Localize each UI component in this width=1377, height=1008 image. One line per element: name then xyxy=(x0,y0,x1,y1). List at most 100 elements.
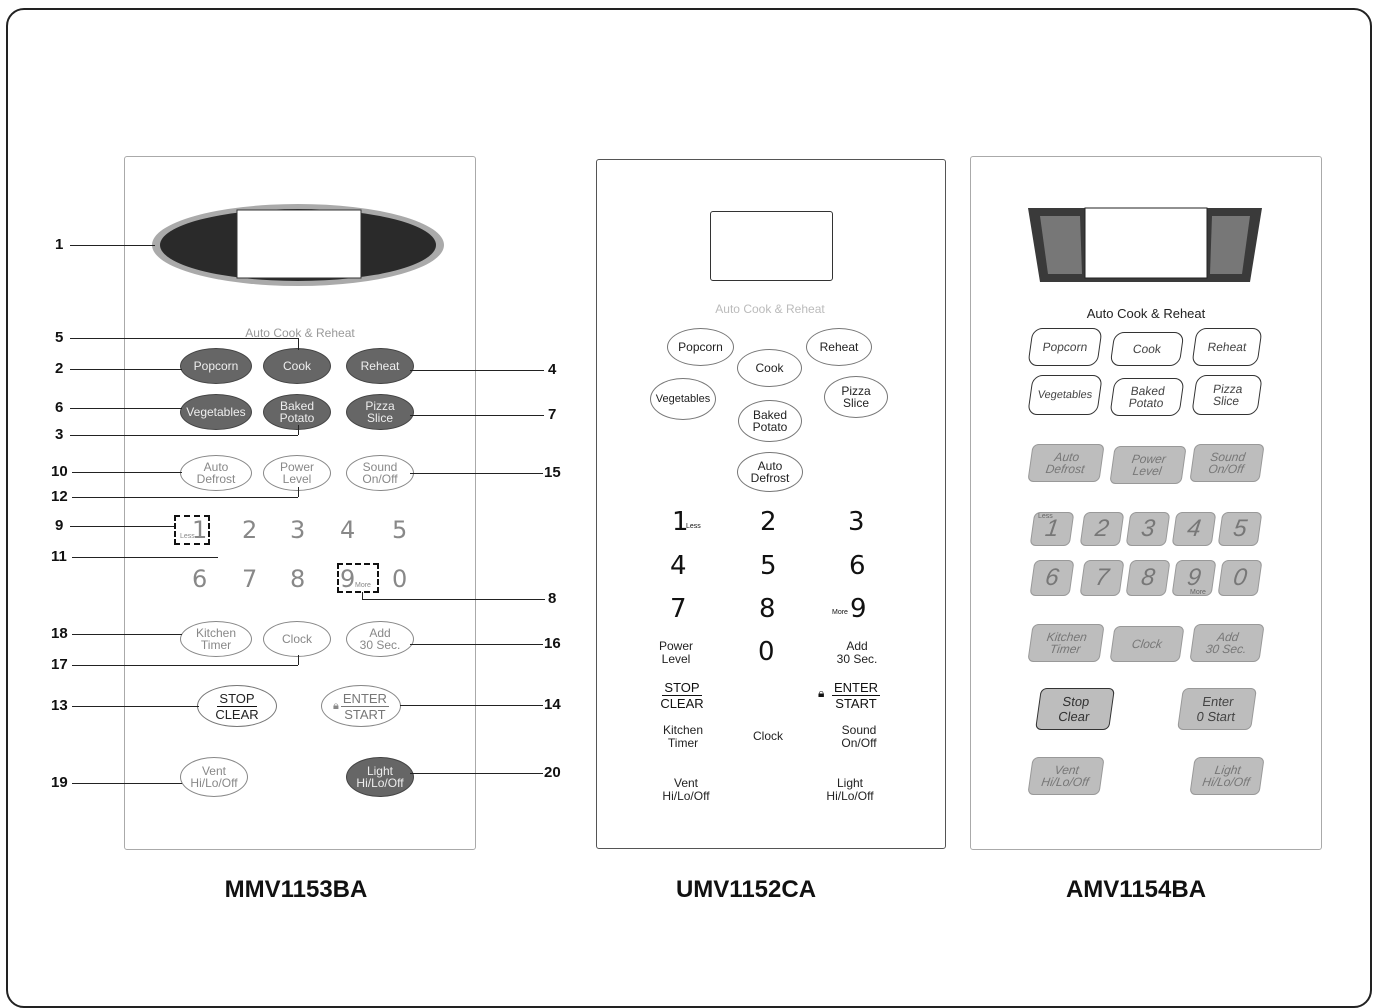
left-pizza-slice-button[interactable]: Pizza Slice xyxy=(346,394,414,430)
middle-reheat-button[interactable]: Reheat xyxy=(806,328,872,366)
left-baked-potato-button[interactable]: Baked Potato xyxy=(263,394,331,430)
middle-cook-button[interactable]: Cook xyxy=(737,349,802,387)
left-vent-button[interactable]: Vent Hi/Lo/Off xyxy=(180,757,248,797)
callout-13: 13 xyxy=(51,697,68,714)
right-digit-2[interactable]: 2 xyxy=(1079,512,1125,546)
right-digit-3[interactable]: 3 xyxy=(1125,512,1171,546)
right-auto-defrost-button[interactable]: Auto Defrost xyxy=(1027,444,1105,482)
left-light-button[interactable]: Light Hi/Lo/Off xyxy=(346,757,414,797)
middle-digit-2[interactable]: 2 xyxy=(760,507,777,537)
leader-16 xyxy=(410,644,543,645)
right-sound-button[interactable]: Sound On/Off xyxy=(1189,444,1265,482)
leader-9 xyxy=(70,526,174,527)
left-digit-5[interactable]: 5 xyxy=(392,516,408,544)
leader-1 xyxy=(70,245,155,246)
middle-digit-3[interactable]: 3 xyxy=(848,507,865,537)
right-clock-button[interactable]: Clock xyxy=(1109,626,1185,662)
callout-7: 7 xyxy=(548,406,557,423)
leader-11 xyxy=(72,557,218,558)
middle-digit-9[interactable]: 9 xyxy=(850,594,867,624)
left-vegetables-button[interactable]: Vegetables xyxy=(180,394,252,430)
middle-enter-start-button[interactable]: ENTER START xyxy=(830,680,882,711)
leader-3-v xyxy=(298,425,299,435)
right-enter-start-button[interactable]: Enter 0 Start xyxy=(1177,688,1257,730)
middle-digit-1[interactable]: 1 xyxy=(672,507,689,537)
left-digit-1[interactable]: 1 xyxy=(192,516,208,544)
middle-power-level[interactable]: Power Level xyxy=(658,639,693,666)
right-pizza-slice-button[interactable]: Pizza Slice xyxy=(1191,375,1263,415)
middle-digit-8[interactable]: 8 xyxy=(759,594,776,624)
left-enter-start-button[interactable]: 🔒︎ ENTER START xyxy=(321,685,401,727)
callout-6: 6 xyxy=(55,399,64,416)
middle-digit-6[interactable]: 6 xyxy=(849,551,866,581)
left-header: Auto Cook & Reheat xyxy=(245,326,355,340)
middle-digit-5[interactable]: 5 xyxy=(760,551,777,581)
callout-2: 2 xyxy=(55,360,64,377)
left-digit-0[interactable]: 0 xyxy=(392,565,408,593)
left-digit-9[interactable]: 9 xyxy=(340,565,356,593)
left-reheat-button[interactable]: Reheat xyxy=(346,348,414,384)
right-vent-button[interactable]: Vent Hi/Lo/Off xyxy=(1027,757,1105,795)
leader-8 xyxy=(362,599,545,600)
callout-16: 16 xyxy=(544,635,561,652)
right-popcorn-button[interactable]: Popcorn xyxy=(1027,328,1103,366)
middle-baked-potato-button[interactable]: Baked Potato xyxy=(738,400,802,442)
left-digit-2[interactable]: 2 xyxy=(242,516,258,544)
middle-add30[interactable]: Add 30 Sec. xyxy=(836,639,878,666)
right-digit-7[interactable]: 7 xyxy=(1079,560,1125,596)
left-clear-label: CLEAR xyxy=(215,706,259,722)
leader-3 xyxy=(70,435,298,436)
right-digit-8[interactable]: 8 xyxy=(1125,560,1171,596)
right-kitchen-timer-button[interactable]: Kitchen Timer xyxy=(1027,624,1105,662)
middle-vent[interactable]: Vent Hi/Lo/Off xyxy=(662,776,710,803)
middle-popcorn-button[interactable]: Popcorn xyxy=(667,328,734,366)
left-sound-button[interactable]: Sound On/Off xyxy=(346,455,414,491)
leader-17 xyxy=(72,665,298,666)
left-digit-7[interactable]: 7 xyxy=(242,565,258,593)
right-baked-potato-button[interactable]: Baked Potato xyxy=(1109,378,1185,416)
right-digit-0[interactable]: 0 xyxy=(1217,560,1263,596)
middle-vegetables-button[interactable]: Vegetables xyxy=(650,378,716,420)
left-stop-clear-button[interactable]: STOP CLEAR xyxy=(197,685,277,727)
callout-5: 5 xyxy=(55,329,64,346)
middle-clock[interactable]: Clock xyxy=(752,729,783,743)
middle-digit-0[interactable]: 0 xyxy=(758,637,775,667)
callout-17: 17 xyxy=(51,656,68,673)
leader-12-v xyxy=(298,487,299,497)
middle-digit-7[interactable]: 7 xyxy=(670,594,687,624)
right-digit-6[interactable]: 6 xyxy=(1029,560,1075,596)
left-add30-button[interactable]: Add 30 Sec. xyxy=(346,621,414,657)
leader-12 xyxy=(72,497,298,498)
left-power-level-button[interactable]: Power Level xyxy=(263,455,331,491)
left-digit-8[interactable]: 8 xyxy=(290,565,306,593)
right-digit-5[interactable]: 5 xyxy=(1217,512,1263,546)
left-digit-3[interactable]: 3 xyxy=(290,516,306,544)
middle-more-label: More xyxy=(832,609,848,616)
right-less-label: Less xyxy=(1038,513,1053,520)
left-auto-defrost-button[interactable]: Auto Defrost xyxy=(180,455,252,491)
right-reheat-button[interactable]: Reheat xyxy=(1191,328,1263,366)
callout-9: 9 xyxy=(55,517,64,534)
left-cook-button[interactable]: Cook xyxy=(263,348,331,384)
middle-pizza-slice-button[interactable]: Pizza Slice xyxy=(824,376,888,418)
middle-auto-defrost-button[interactable]: Auto Defrost xyxy=(737,452,803,492)
middle-kitchen-timer[interactable]: Kitchen Timer xyxy=(662,723,704,750)
middle-digit-4[interactable]: 4 xyxy=(670,551,687,581)
right-stop-clear-button[interactable]: Stop Clear xyxy=(1035,688,1115,730)
right-digit-4[interactable]: 4 xyxy=(1171,512,1217,546)
right-cook-button[interactable]: Cook xyxy=(1109,332,1185,366)
left-digit-6[interactable]: 6 xyxy=(192,565,208,593)
middle-panel xyxy=(596,159,946,849)
right-power-level-button[interactable]: Power Level xyxy=(1109,446,1187,484)
left-kitchen-timer-button[interactable]: Kitchen Timer xyxy=(180,621,252,657)
middle-stop-clear-button[interactable]: STOP CLEAR xyxy=(652,680,712,711)
left-popcorn-button[interactable]: Popcorn xyxy=(180,348,252,384)
middle-sound[interactable]: Sound On/Off xyxy=(841,723,877,750)
middle-light[interactable]: Light Hi/Lo/Off xyxy=(826,776,874,803)
right-light-button[interactable]: Light Hi/Lo/Off xyxy=(1189,757,1265,795)
right-add30-button[interactable]: Add 30 Sec. xyxy=(1189,624,1265,662)
left-digit-4[interactable]: 4 xyxy=(340,516,356,544)
right-vegetables-button[interactable]: Vegetables xyxy=(1027,375,1103,415)
leader-7 xyxy=(410,415,544,416)
left-clock-button[interactable]: Clock xyxy=(263,621,331,657)
